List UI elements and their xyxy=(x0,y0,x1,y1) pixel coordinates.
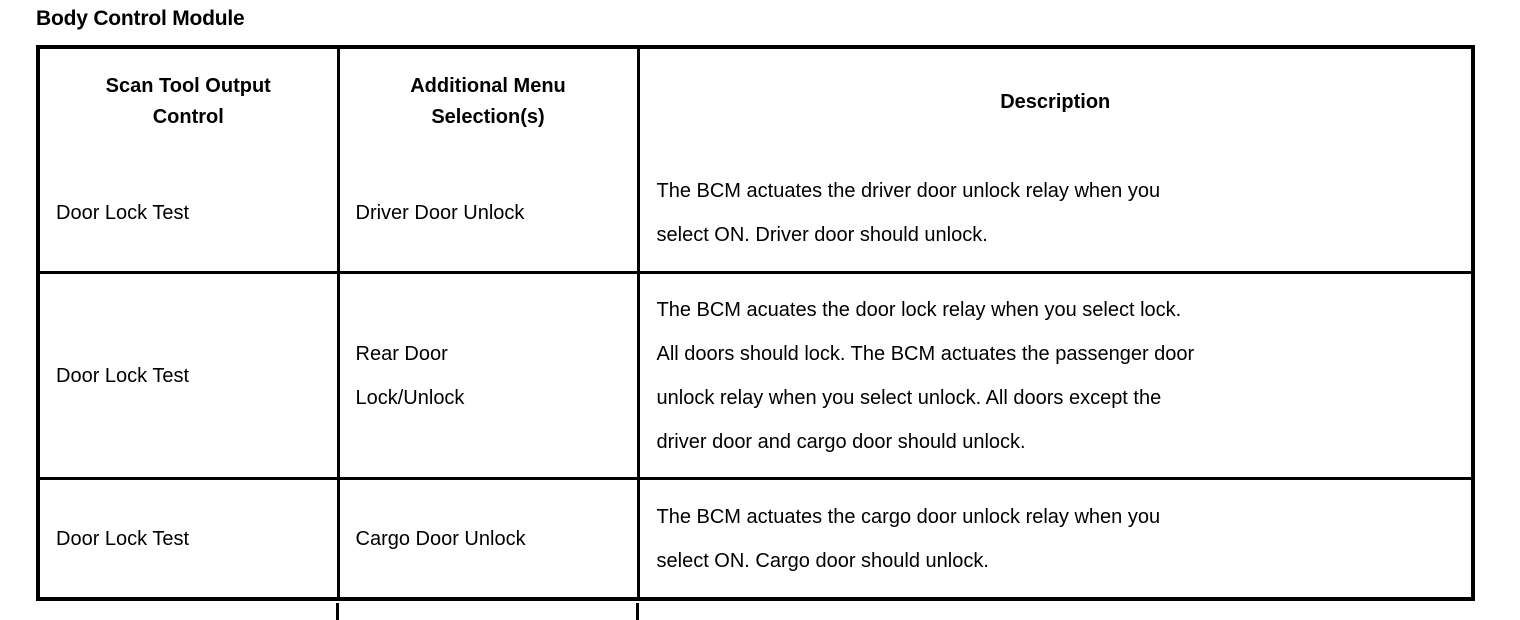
column-header-line: Control xyxy=(152,106,224,128)
cell-text: Door Lock Test xyxy=(56,364,190,387)
table-column-divider-stub xyxy=(636,603,639,620)
cell-text-line: Rear Door xyxy=(355,342,448,365)
cell-scan-tool-output-control: Door Lock Test xyxy=(38,272,340,480)
column-header-line: Scan Tool Output xyxy=(105,75,271,97)
description-line: driver door and cargo door should unlock… xyxy=(656,430,1026,453)
description-line: All doors should lock. The BCM actuates … xyxy=(656,342,1195,365)
table-header-row: Scan Tool Output Control Additional Menu… xyxy=(38,47,1473,155)
description-line: unlock relay when you select unlock. All… xyxy=(656,386,1162,409)
body-control-module-table: Scan Tool Output Control Additional Menu… xyxy=(36,45,1475,601)
description-line: The BCM actuates the cargo door unlock r… xyxy=(656,505,1161,528)
cell-text: Door Lock Test xyxy=(56,202,190,224)
cell-scan-tool-output-control: Door Lock Test xyxy=(38,155,340,274)
table-row: Door Lock Test Driver Door Unlock The BC… xyxy=(38,155,1473,274)
table-row: Door Lock Test Rear Door Lock/Unlock The… xyxy=(38,272,1473,480)
column-header-description: Description xyxy=(638,47,1473,155)
table-header: Scan Tool Output Control Additional Menu… xyxy=(38,47,1473,155)
cell-text-line: Lock/Unlock xyxy=(355,386,465,409)
cell-description: The BCM actuates the driver door unlock … xyxy=(638,155,1473,274)
column-header-line: Description xyxy=(1000,90,1111,113)
column-header-scan-tool-output-control: Scan Tool Output Control xyxy=(38,47,340,155)
table-row: Door Lock Test Cargo Door Unlock The BCM… xyxy=(38,478,1473,600)
cell-description: The BCM acuates the door lock relay when… xyxy=(638,272,1473,480)
description-line: The BCM acuates the door lock relay when… xyxy=(656,298,1182,321)
cell-text: Cargo Door Unlock xyxy=(355,527,526,550)
column-header-line: Selection(s) xyxy=(431,106,545,128)
cell-additional-menu-selection: Cargo Door Unlock xyxy=(338,478,640,599)
column-header-additional-menu-selection: Additional Menu Selection(s) xyxy=(338,47,640,155)
description-line: select ON. Driver door should unlock. xyxy=(656,224,988,246)
cell-scan-tool-output-control: Door Lock Test xyxy=(38,478,340,599)
description-line: The BCM actuates the driver door unlock … xyxy=(656,180,1161,202)
cell-additional-menu-selection: Driver Door Unlock xyxy=(338,155,640,274)
cell-text: Driver Door Unlock xyxy=(355,202,525,224)
description-line: select ON. Cargo door should unlock. xyxy=(656,549,989,572)
cell-description: The BCM actuates the cargo door unlock r… xyxy=(638,479,1473,600)
cell-text: Door Lock Test xyxy=(56,527,190,550)
page-title: Body Control Module xyxy=(36,7,245,30)
table-column-divider-stub xyxy=(336,603,339,620)
cell-additional-menu-selection: Rear Door Lock/Unlock xyxy=(338,272,640,480)
table-body: Door Lock Test Driver Door Unlock The BC… xyxy=(38,155,1473,599)
spec-table-container: Scan Tool Output Control Additional Menu… xyxy=(36,45,1475,601)
column-header-line: Additional Menu xyxy=(410,75,566,97)
